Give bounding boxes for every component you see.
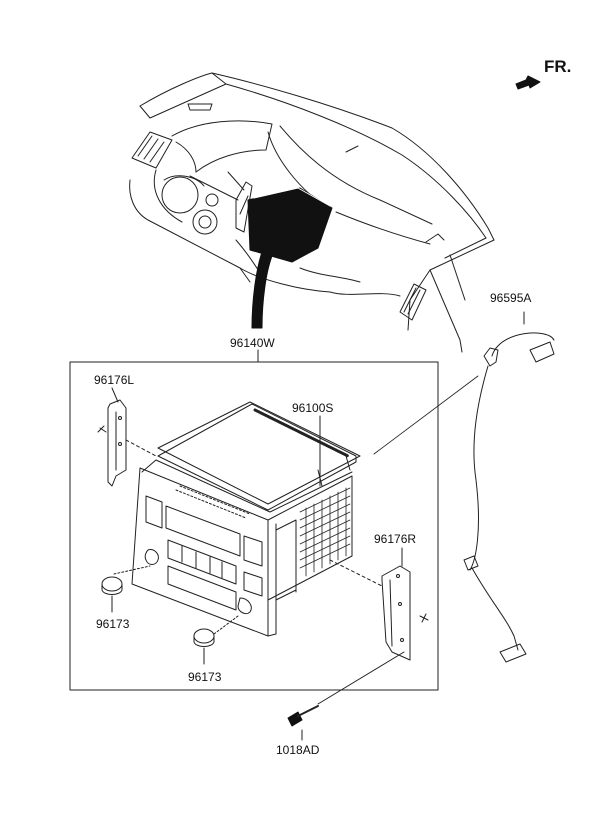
dashboard-illustration xyxy=(129,72,495,353)
knob-a xyxy=(101,565,151,595)
label-96176l-leader xyxy=(111,387,119,403)
harness-cable xyxy=(373,311,555,663)
screw xyxy=(287,651,405,741)
label-96595a: 96595A xyxy=(490,291,532,305)
assembly-boundary xyxy=(69,361,439,691)
bracket-left xyxy=(97,399,157,487)
label-96140w: 96140W xyxy=(230,336,275,350)
label-96100s: 96100S xyxy=(292,401,334,415)
bracket-right xyxy=(295,545,429,661)
orientation-label: FR. xyxy=(544,57,572,76)
audio-main-unit xyxy=(131,401,361,637)
label-96176l: 96176L xyxy=(94,373,135,387)
label-1018ad: 1018AD xyxy=(276,743,320,757)
label-96173b: 96173 xyxy=(188,670,222,684)
installed-audio-block xyxy=(247,187,333,329)
label-96176r: 96176R xyxy=(374,532,417,546)
arrow-forward-icon xyxy=(515,75,541,90)
knob-b xyxy=(193,615,239,647)
label-96173a: 96173 xyxy=(96,617,130,631)
